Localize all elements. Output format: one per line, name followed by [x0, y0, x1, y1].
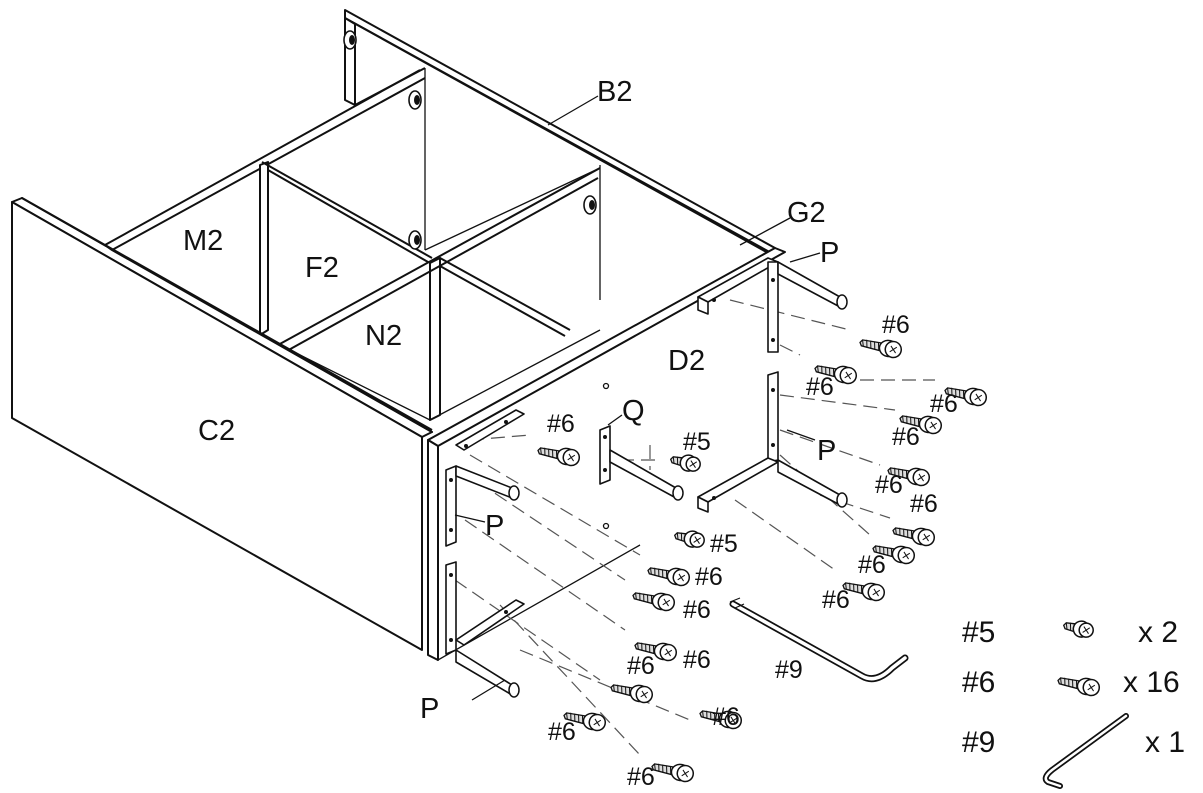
- legend-code: #9: [962, 726, 995, 759]
- callout-6: #6: [882, 311, 910, 339]
- callout-6: #6: [627, 763, 655, 791]
- label-g2: G2: [787, 197, 826, 229]
- callout-6: #6: [695, 563, 723, 591]
- callout-6: #6: [712, 703, 740, 731]
- hex-key-icon: [1042, 713, 1129, 789]
- screw-long-icon: [1055, 671, 1102, 698]
- callout-5: #5: [683, 428, 711, 456]
- label-b2: B2: [597, 76, 632, 108]
- callout-6: #6: [875, 471, 903, 499]
- legend-code: #6: [962, 666, 995, 699]
- rail-g2: [21, 197, 433, 433]
- label-q: Q: [622, 395, 645, 427]
- screw-short-icon: [1061, 616, 1096, 641]
- part-labels: B2 G2 M2 F2 N2 C2 D2 Q P P P P: [183, 76, 839, 725]
- callout-6: #6: [822, 586, 850, 614]
- callout-9: #9: [775, 656, 803, 684]
- label-p: P: [817, 435, 836, 467]
- callout-6: #6: [858, 551, 886, 579]
- label-c2: C2: [198, 415, 235, 447]
- legend-qty: x 1: [1145, 726, 1185, 759]
- label-f2: F2: [305, 252, 339, 284]
- panel-c2: [11, 197, 433, 651]
- legend-qty: x 16: [1123, 666, 1180, 699]
- legend-code: #5: [962, 616, 995, 649]
- callout-6: #6: [627, 652, 655, 680]
- callout-6: #6: [683, 646, 711, 674]
- callout-6: #6: [892, 423, 920, 451]
- label-d2: D2: [668, 345, 705, 377]
- callout-6: #6: [547, 410, 575, 438]
- bracket-q: [599, 425, 684, 501]
- label-m2: M2: [183, 225, 223, 257]
- label-p: P: [485, 510, 504, 542]
- hardware-legend: #5 x 2 #6 x 16 #9 x 1: [962, 616, 1185, 789]
- legend-qty: x 2: [1138, 616, 1178, 649]
- callout-5: #5: [710, 530, 738, 558]
- label-p: P: [820, 237, 839, 269]
- callout-6: #6: [683, 596, 711, 624]
- panel-d2: [427, 247, 786, 662]
- label-p: P: [420, 693, 439, 725]
- screw-callouts: #6 #6 #6 #6 #6 #6 #6 #6 #6 #5 #5 #6 #6 #…: [547, 311, 958, 791]
- hex-key-9: [729, 597, 909, 683]
- callout-6: #6: [930, 390, 958, 418]
- inner-structure: [104, 30, 601, 421]
- bracket-p-mid-right: [697, 371, 848, 513]
- label-n2: N2: [365, 320, 402, 352]
- bracket-p-top-right: [697, 257, 848, 353]
- callout-6: #6: [910, 490, 938, 518]
- callout-6: #6: [548, 718, 576, 746]
- leader-lines: [454, 95, 821, 701]
- callout-6: #6: [806, 373, 834, 401]
- panel-b2: [344, 9, 776, 256]
- bracket-p-top-left: [445, 409, 525, 547]
